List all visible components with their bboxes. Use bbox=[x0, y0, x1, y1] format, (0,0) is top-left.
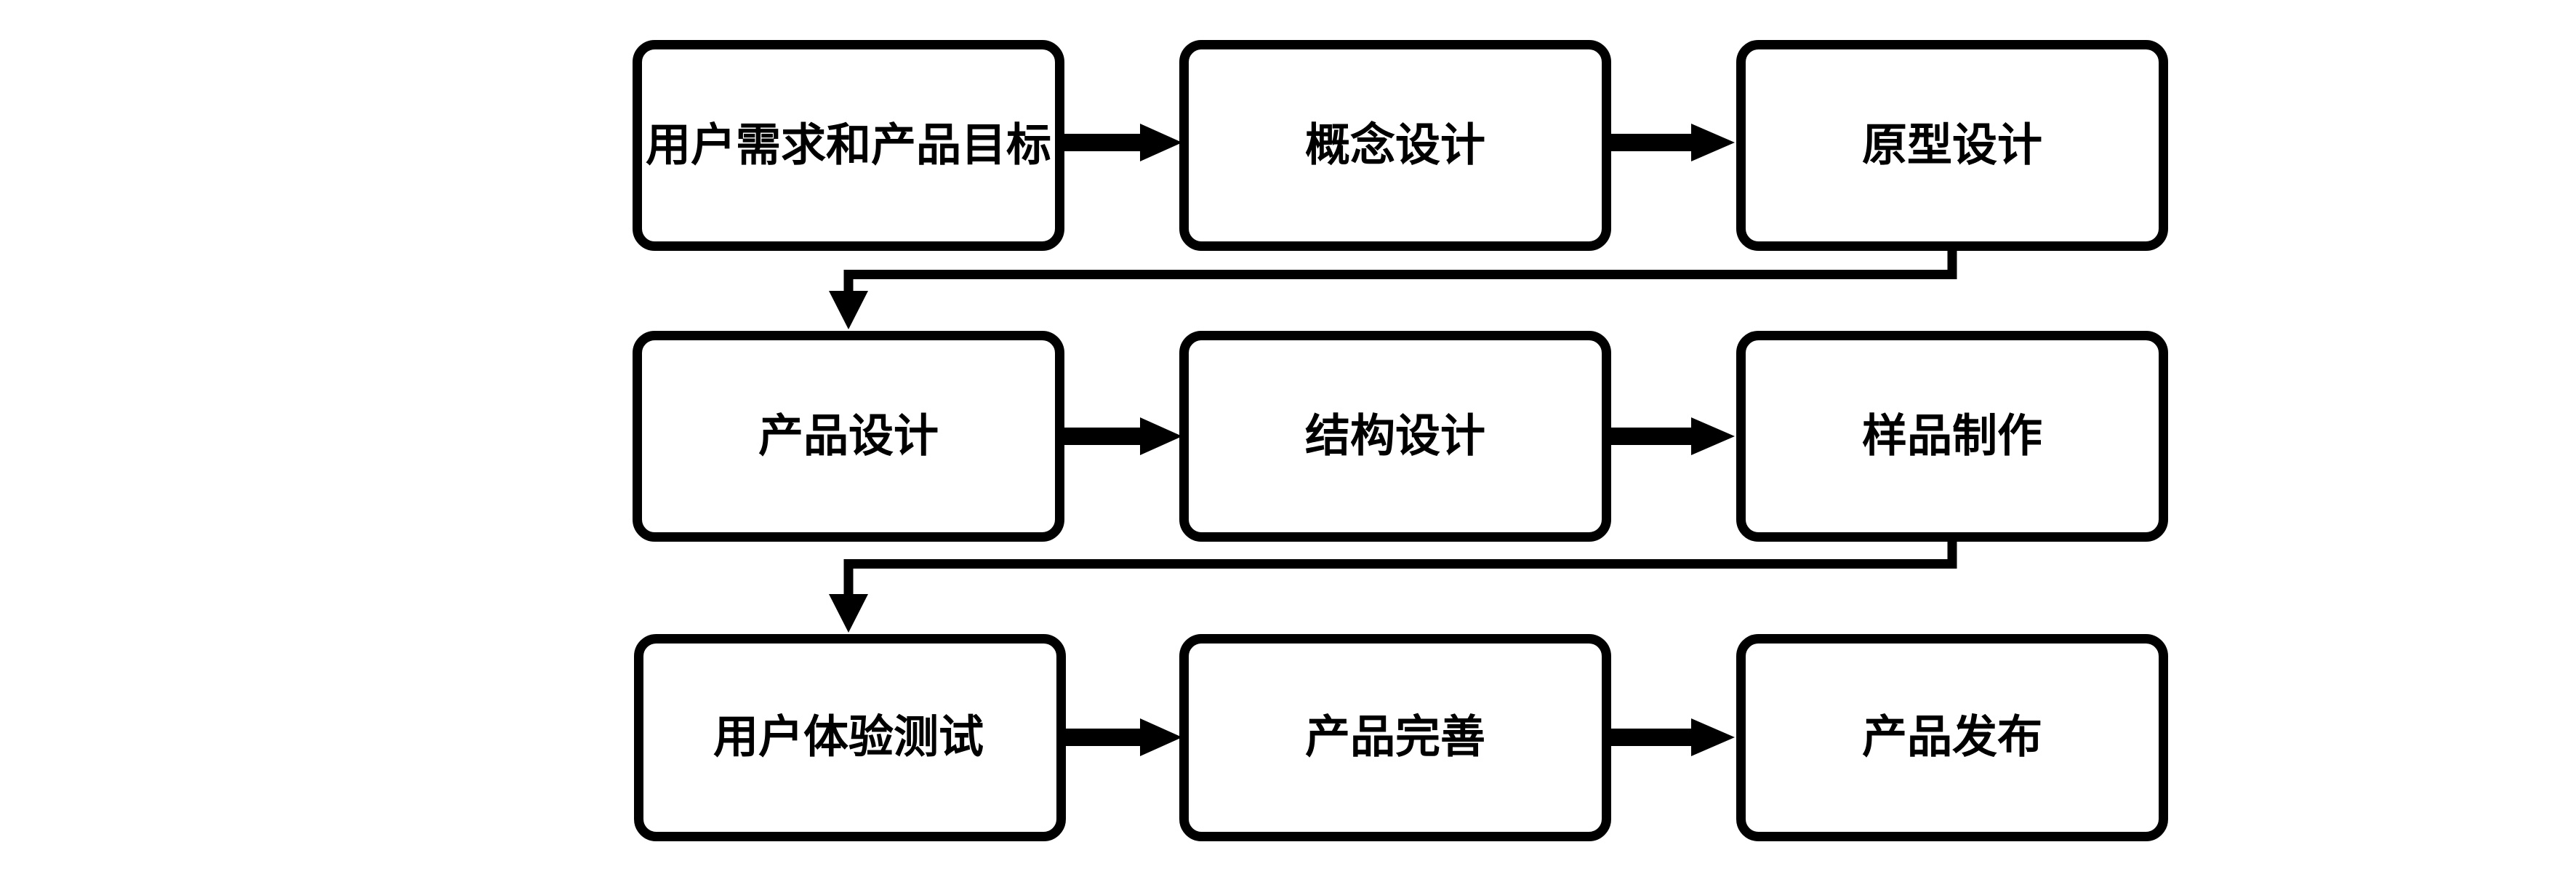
flow-node-product-design-box bbox=[633, 331, 1064, 542]
flow-node-sample-making-box bbox=[1736, 331, 2168, 542]
flow-node-product-design-label: 产品设计 bbox=[758, 412, 939, 462]
flow-node-concept-design: 概念设计 bbox=[1179, 40, 1611, 251]
flow-node-structure-design: 结构设计 bbox=[1179, 331, 1611, 542]
flow-node-sample-making: 样品制作 bbox=[1736, 331, 2168, 542]
flow-node-concept-design-label: 概念设计 bbox=[1305, 120, 1485, 171]
arrow-product-design-to-structure-design bbox=[1060, 417, 1182, 455]
flow-node-product-release: 产品发布 bbox=[1736, 634, 2168, 841]
flow-node-concept-design-box bbox=[1179, 40, 1611, 251]
arrow-ux-testing-to-product-refinement bbox=[1062, 718, 1182, 756]
arrow-user-needs-to-concept-design bbox=[1060, 124, 1182, 161]
arrow-product-refinement-to-product-release bbox=[1607, 718, 1735, 756]
flow-node-product-refinement: 产品完善 bbox=[1179, 634, 1611, 841]
flow-node-ux-testing-label: 用户体验测试 bbox=[713, 713, 984, 763]
flow-node-product-refinement-label: 产品完善 bbox=[1305, 713, 1485, 763]
flow-node-sample-making-label: 样品制作 bbox=[1862, 412, 2042, 462]
flow-node-product-design: 产品设计 bbox=[633, 331, 1064, 542]
flow-node-user-needs-label: 用户需求和产品目标 bbox=[646, 121, 1051, 171]
flow-node-prototype-design-label: 原型设计 bbox=[1862, 121, 2042, 171]
flow-node-prototype-design-box bbox=[1736, 40, 2168, 251]
connector-prototype-design-to-product-design bbox=[829, 247, 1957, 329]
arrow-concept-design-to-prototype-design bbox=[1607, 124, 1735, 161]
flow-node-prototype-design: 原型设计 bbox=[1736, 40, 2168, 251]
flow-node-product-refinement-box bbox=[1179, 634, 1611, 841]
flow-node-product-release-label: 产品发布 bbox=[1862, 713, 2042, 763]
flow-node-user-needs: 用户需求和产品目标 bbox=[633, 40, 1064, 251]
flow-node-ux-testing: 用户体验测试 bbox=[634, 634, 1066, 841]
flow-node-ux-testing-box bbox=[634, 634, 1066, 841]
flow-node-structure-design-box bbox=[1179, 331, 1611, 542]
flow-node-product-release-box bbox=[1736, 634, 2168, 841]
arrow-structure-design-to-sample-making bbox=[1607, 417, 1735, 455]
flow-node-structure-design-label: 结构设计 bbox=[1305, 412, 1485, 462]
connector-sample-making-to-ux-testing bbox=[829, 538, 1957, 633]
flow-node-user-needs-box bbox=[633, 40, 1064, 251]
